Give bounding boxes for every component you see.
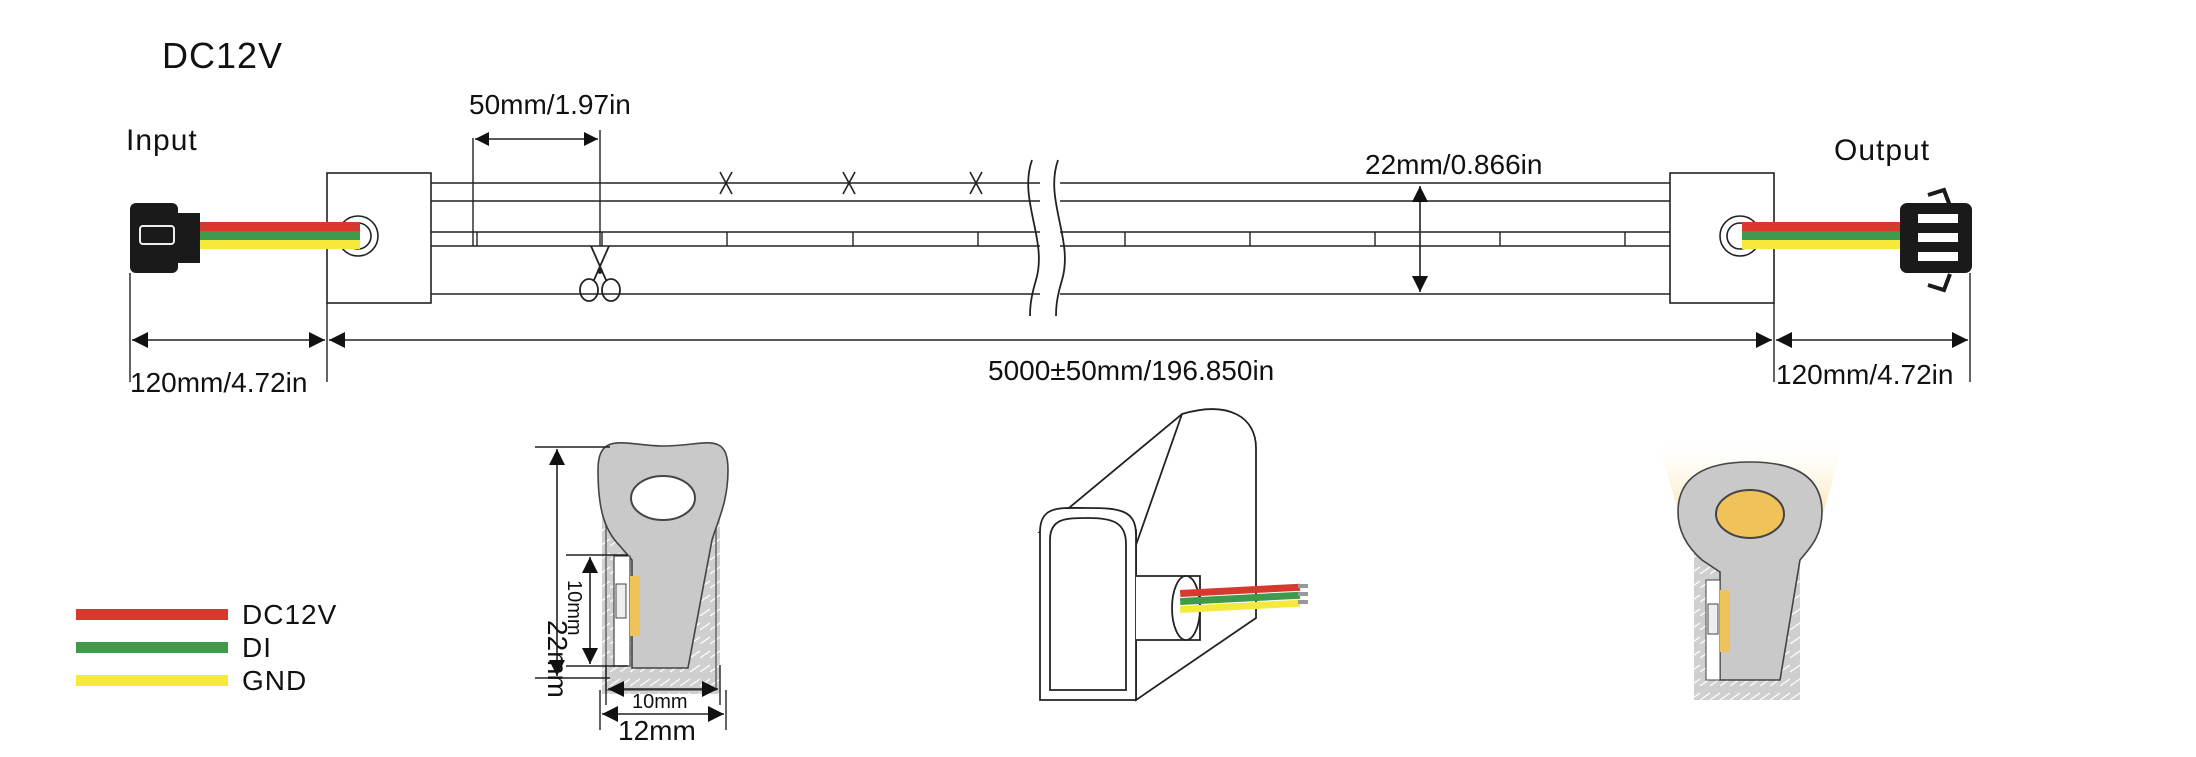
total-length-dim: 5000±50mm/196.850in bbox=[988, 355, 1274, 386]
input-connector-icon bbox=[130, 203, 200, 273]
output-label: Output bbox=[1834, 134, 1930, 167]
legend-swatch-gnd bbox=[76, 675, 228, 686]
section-height-dim: 22mm bbox=[542, 620, 573, 698]
legend-label-dc12v: DC12V bbox=[242, 599, 337, 630]
legend-label-gnd: GND bbox=[242, 665, 307, 696]
strip-body-left bbox=[431, 182, 1040, 295]
strip-height-dim: 22mm/0.866in bbox=[1365, 149, 1542, 180]
section-width-dim: 12mm bbox=[618, 715, 696, 746]
voltage-title: DC12V bbox=[162, 35, 283, 76]
output-wires bbox=[1742, 222, 1902, 249]
section-inner-height-dim: 10mm bbox=[563, 580, 585, 636]
wire-legend: DC12V DI GND bbox=[76, 599, 337, 696]
output-connector-icon bbox=[1900, 187, 1972, 293]
legend-swatch-dc12v bbox=[76, 609, 228, 620]
length-break bbox=[1027, 159, 1066, 317]
lead-left-dim: 120mm/4.72in bbox=[130, 367, 307, 398]
cut-marks bbox=[719, 171, 983, 195]
scissors-icon bbox=[579, 245, 621, 302]
input-label: Input bbox=[126, 124, 198, 157]
legend-label-di: DI bbox=[242, 632, 272, 663]
legend-swatch-di bbox=[76, 642, 228, 653]
strip-body-right bbox=[1060, 182, 1670, 295]
cross-section-lit bbox=[1656, 436, 1846, 700]
lead-right-dim: 120mm/4.72in bbox=[1776, 359, 1953, 390]
segment-ticks bbox=[476, 232, 1626, 246]
cross-section-dimensioned: 22mm 10mm 10mm 12mm bbox=[535, 442, 729, 746]
section-inner-width-dim: 10mm bbox=[632, 691, 688, 713]
cut-pitch-dim: 50mm/1.97in bbox=[469, 89, 631, 120]
strip-perspective-view bbox=[1037, 408, 1308, 702]
